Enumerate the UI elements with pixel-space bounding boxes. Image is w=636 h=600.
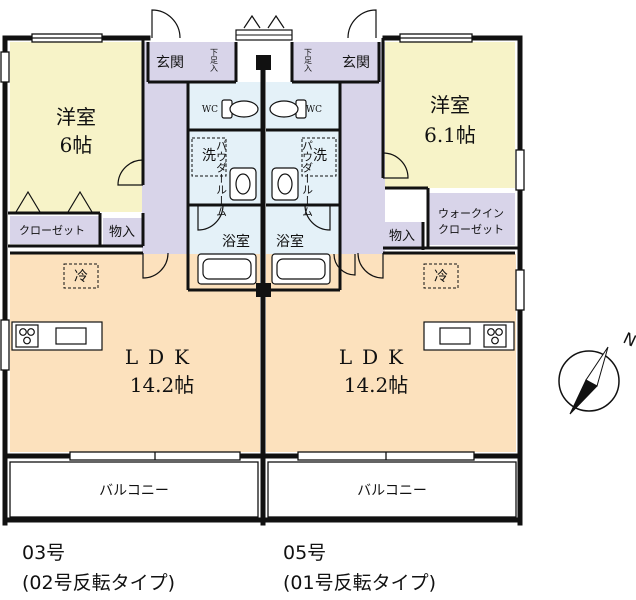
bedroom-floor-right [385, 42, 515, 188]
bedroom-size-left: 6帖 [60, 133, 93, 157]
powder-room-label-left: パウダールーム [215, 140, 228, 217]
entrance-label-left: 玄関 [156, 54, 184, 71]
fridge-label-right: 冷 [434, 269, 448, 285]
closet-label-left: クローゼット [19, 224, 85, 237]
wc-label-right: WC [306, 105, 322, 115]
wc-label-left: WC [202, 105, 218, 115]
balcony-left [9, 461, 259, 518]
unit-type-left: (02号反転タイプ) [22, 572, 176, 594]
storage-label-left: 物入 [109, 225, 135, 240]
entrance-right [292, 42, 376, 82]
shoebox-label-left: 下足入 [210, 48, 219, 72]
washer-label-right: 洗 [313, 148, 327, 164]
storage-label-right: 物入 [389, 229, 415, 244]
powder-room-label-right: パウダールーム [301, 140, 314, 217]
walkin-label-right-2: クローゼット [438, 223, 504, 236]
ldk-floor-right [266, 254, 516, 452]
ldk-label-left: LDK [125, 345, 199, 369]
storage-floor-left [103, 218, 143, 246]
storage-floor-right [383, 222, 423, 250]
compass-icon: N [558, 328, 636, 415]
closet-floor-left [10, 216, 100, 244]
fridge-label-left: 冷 [74, 269, 88, 285]
unit-number-right: 05号 [283, 542, 327, 564]
ldk-floor-left [10, 254, 260, 452]
shoebox-label-right: 下足入 [304, 48, 313, 72]
balcony-label-right: バルコニー [357, 483, 427, 499]
washer-label-left: 洗 [202, 148, 216, 164]
ldk-label-right: LDK [339, 345, 413, 369]
unit-type-right: (01号反転タイプ) [283, 572, 437, 594]
walkin-label-right: ウォークイン [438, 207, 504, 220]
walkin-floor-right [428, 193, 515, 245]
ldk-size-right: 14.2帖 [344, 373, 409, 397]
unit-number-left: 03号 [22, 542, 66, 564]
bedroom-label-right: 洋室 [430, 93, 470, 117]
entrance-left [150, 42, 236, 82]
bedroom-floor-left [10, 42, 142, 212]
balcony-right [267, 461, 517, 518]
bedroom-size-right: 6.1帖 [424, 123, 476, 147]
balcony-label-left: バルコニー [99, 483, 169, 499]
bath-label-left: 浴室 [222, 233, 250, 250]
entrance-label-right: 玄関 [342, 54, 370, 71]
bath-label-right: 浴室 [276, 233, 304, 250]
bedroom-label-left: 洋室 [56, 105, 96, 129]
compass-north-label: N [620, 328, 636, 350]
ldk-size-left: 14.2帖 [130, 373, 195, 397]
